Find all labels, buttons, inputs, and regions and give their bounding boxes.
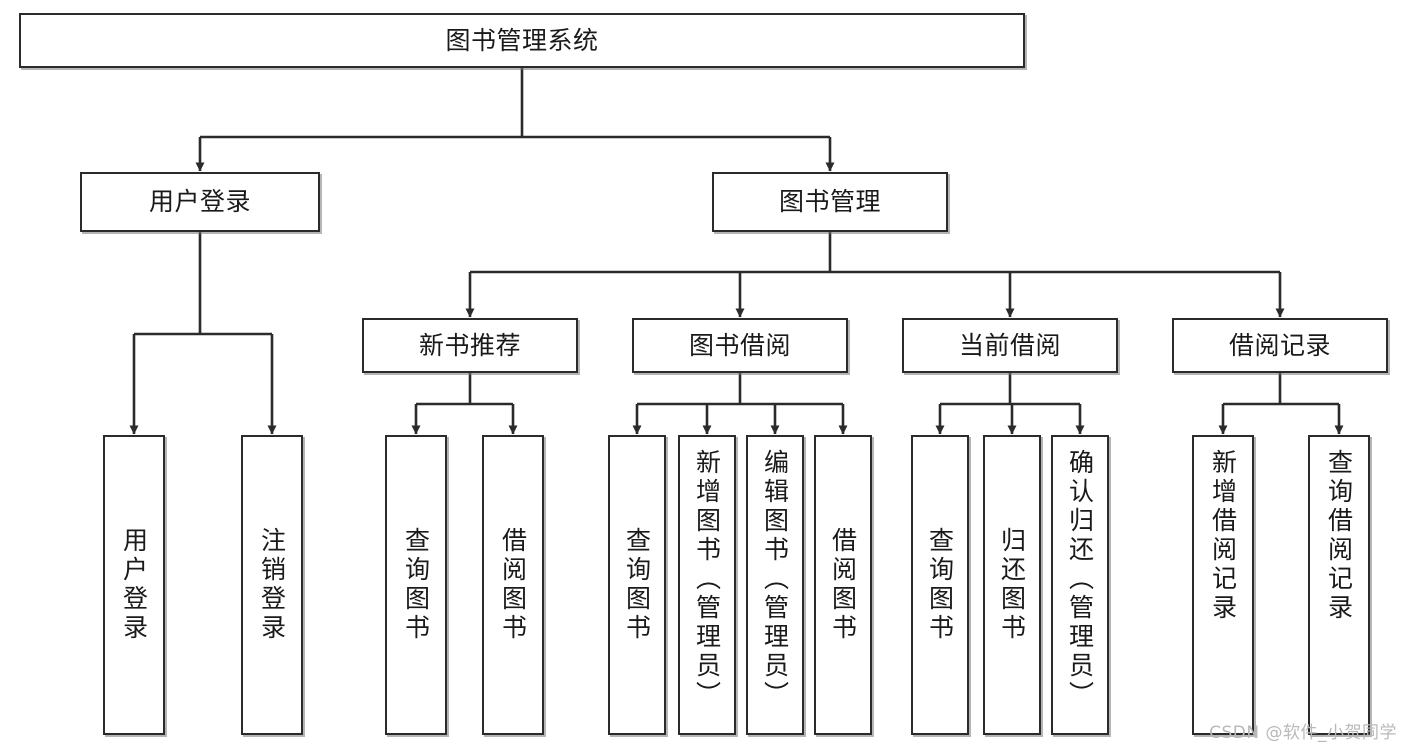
leaf-query-book-3-label: 查询图书	[925, 527, 955, 643]
leaf-add-borrow-record[interactable]: 新增借阅记录	[1192, 435, 1254, 735]
leaf-query-borrow-record-label: 查询借阅记录	[1324, 449, 1354, 623]
leaf-user-login[interactable]: 用户登录	[103, 435, 165, 735]
leaf-borrow-book-1[interactable]: 借阅图书	[482, 435, 544, 735]
leaf-confirm-return-admin[interactable]: 确认归还（管理员）	[1051, 435, 1109, 735]
leaf-edit-book-admin[interactable]: 编辑图书（管理员）	[746, 435, 804, 735]
leaf-add-borrow-record-label: 新增借阅记录	[1208, 449, 1238, 623]
leaf-confirm-return-admin-label: 确认归还（管理员）	[1065, 449, 1095, 710]
leaf-return-book-label: 归还图书	[997, 527, 1027, 643]
leaf-edit-book-admin-label: 编辑图书（管理员）	[760, 449, 790, 710]
node-book-borrow[interactable]: 图书借阅	[632, 318, 848, 373]
leaf-user-logout-label: 注销登录	[257, 527, 287, 643]
leaf-query-book-1[interactable]: 查询图书	[385, 435, 447, 735]
leaf-borrow-book-2-label: 借阅图书	[828, 527, 858, 643]
leaf-query-book-2[interactable]: 查询图书	[608, 435, 666, 735]
node-user-login[interactable]: 用户登录	[80, 172, 320, 232]
leaf-query-borrow-record[interactable]: 查询借阅记录	[1308, 435, 1370, 735]
node-book-management[interactable]: 图书管理	[712, 172, 948, 232]
watermark: CSDN @软件_小贺同学	[1209, 723, 1397, 743]
leaf-user-login-label: 用户登录	[119, 527, 149, 643]
leaf-add-book-admin-label: 新增图书（管理员）	[692, 449, 722, 710]
node-new-book-recommend[interactable]: 新书推荐	[362, 318, 578, 373]
leaf-query-book-3[interactable]: 查询图书	[911, 435, 969, 735]
leaf-user-logout[interactable]: 注销登录	[241, 435, 303, 735]
node-borrow-record-label: 借阅记录	[1228, 330, 1331, 360]
node-root[interactable]: 图书管理系统	[19, 13, 1025, 68]
node-root-label: 图书管理系统	[445, 25, 599, 55]
node-borrow-record[interactable]: 借阅记录	[1172, 318, 1388, 373]
node-book-management-label: 图书管理	[778, 187, 881, 217]
leaf-query-book-1-label: 查询图书	[401, 527, 431, 643]
leaf-query-book-2-label: 查询图书	[622, 527, 652, 643]
node-user-login-label: 用户登录	[148, 187, 251, 217]
node-book-borrow-label: 图书借阅	[688, 330, 791, 360]
leaf-add-book-admin[interactable]: 新增图书（管理员）	[678, 435, 736, 735]
node-current-borrow[interactable]: 当前借阅	[902, 318, 1118, 373]
leaf-borrow-book-1-label: 借阅图书	[498, 527, 528, 643]
leaf-borrow-book-2[interactable]: 借阅图书	[814, 435, 872, 735]
node-current-borrow-label: 当前借阅	[958, 330, 1061, 360]
node-new-book-recommend-label: 新书推荐	[418, 330, 521, 360]
leaf-return-book[interactable]: 归还图书	[983, 435, 1041, 735]
